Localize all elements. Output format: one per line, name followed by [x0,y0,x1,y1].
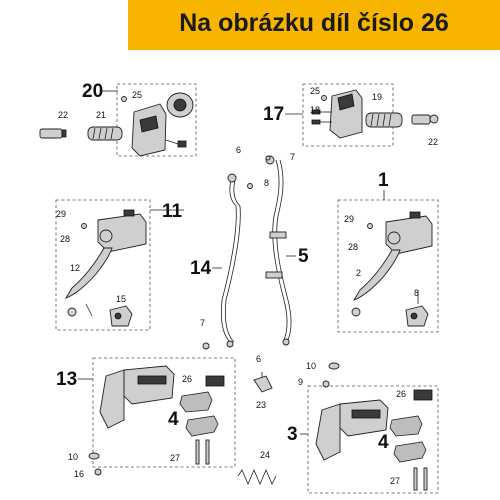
group-box-13 [92,357,236,468]
callout-20: 20 [82,81,103,102]
callout-27a: 27 [170,453,180,463]
callout-labels: 20 25 22 21 17 25 18 19 22 6 7 8 11 29 2… [56,81,438,486]
header-banner: Na obrázku díl číslo 26 [128,0,500,50]
callout-9: 9 [298,377,303,387]
callout-8a: 8 [264,178,269,188]
callout-21: 21 [96,110,106,120]
left-handlebar-assembly [39,92,194,157]
callout-29a: 29 [56,209,66,219]
callout-10b: 10 [306,361,316,371]
callout-7b: 7 [200,318,205,328]
left-master-cylinder [64,209,147,327]
callout-22b: 22 [428,137,438,147]
callout-15: 15 [116,294,126,304]
callout-22a: 22 [58,110,68,120]
callout-16: 16 [74,469,84,479]
callout-6b: 6 [256,354,261,364]
callout-12: 12 [70,263,80,273]
callout-4b: 4 [378,432,389,453]
callout-25a: 25 [132,90,142,100]
callout-25b: 25 [310,86,320,96]
callout-19: 19 [372,92,382,102]
callout-3: 3 [287,424,298,445]
callout-24: 24 [260,450,270,460]
callout-5: 5 [298,246,309,267]
callout-11: 11 [162,201,183,222]
callout-23: 23 [256,400,266,410]
callout-6a: 6 [236,145,241,155]
right-brake-caliper [315,362,433,491]
right-handlebar-assembly [311,89,439,139]
callout-13: 13 [56,369,77,390]
brake-hoses [202,155,292,350]
callout-10a: 10 [68,452,78,462]
callout-18: 18 [310,105,320,115]
right-master-cylinder [351,211,433,327]
callout-28b: 28 [348,242,358,252]
clip-and-spring [237,372,277,486]
callout-27b: 27 [390,476,400,486]
left-brake-caliper [88,365,225,476]
callout-28a: 28 [60,234,70,244]
callout-7a: 7 [290,152,295,162]
group-box-1 [337,199,439,333]
callout-8b: 8 [414,288,419,298]
callout-29b: 29 [344,214,354,224]
callout-17: 17 [263,104,284,125]
callout-1: 1 [378,170,389,191]
callout-2: 2 [356,268,361,278]
callout-4a: 4 [168,409,179,430]
page-title: Na obrázku díl číslo 26 [179,9,449,37]
group-box-3 [307,385,439,494]
group-box-11 [55,199,151,331]
callout-14: 14 [190,258,212,279]
leader-lines [78,90,385,435]
callout-26a: 26 [182,374,192,384]
callout-26b: 26 [396,389,406,399]
